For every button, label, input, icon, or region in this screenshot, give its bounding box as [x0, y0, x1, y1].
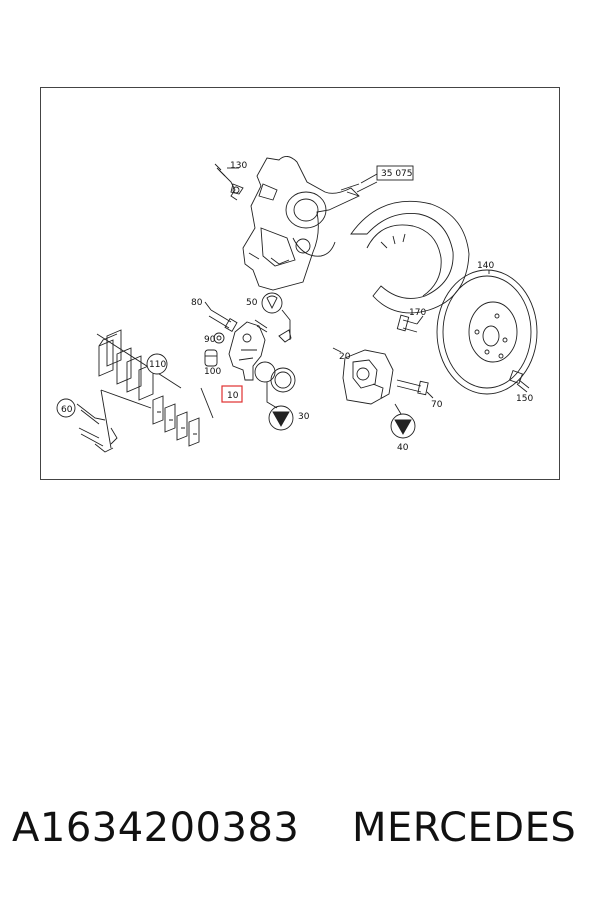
callout-circle-110	[146, 353, 168, 375]
repair-kit-40[interactable]	[390, 413, 416, 439]
callout-70[interactable]: 70	[431, 400, 443, 410]
callout-20[interactable]: 20	[339, 352, 351, 362]
brake-exploded-diagram: 130 35 075 140 80 50 170 90 110 100 20 1…	[56, 156, 538, 453]
diagram-frame: 130 35 075 140 80 50 170 90 110 100 20 1…	[40, 87, 560, 480]
caption-bar: A1634200383 MERCEDES	[0, 805, 600, 865]
callout-box-10-highlight	[221, 385, 243, 403]
callout-50[interactable]: 50	[246, 298, 258, 308]
callout-140[interactable]: 140	[477, 261, 494, 271]
callout-110[interactable]: 110	[149, 360, 166, 370]
nut-90[interactable]	[213, 332, 225, 344]
wrench-50[interactable]	[254, 292, 292, 343]
callout-170[interactable]: 170	[409, 308, 426, 318]
callout-30[interactable]: 30	[298, 412, 310, 422]
guide-pin-100[interactable]	[204, 349, 218, 367]
brand-name: MERCEDES	[352, 805, 577, 851]
wear-sensor-130[interactable]	[214, 163, 244, 201]
bolt-150[interactable]	[509, 370, 530, 393]
callout-90[interactable]: 90	[204, 335, 216, 345]
callout-130[interactable]: 130	[230, 161, 247, 171]
brake-disc-140[interactable]	[436, 269, 538, 395]
steering-knuckle[interactable]	[242, 156, 360, 291]
dust-shield[interactable]	[350, 200, 470, 314]
callout-100[interactable]: 100	[204, 367, 221, 377]
brake-pads-110[interactable]	[96, 329, 214, 449]
seal-kit-30[interactable]	[254, 361, 296, 431]
callout-box-35075	[376, 165, 414, 181]
callout-150[interactable]: 150	[516, 394, 533, 404]
bolt-70[interactable]	[396, 379, 434, 399]
hardware-kit-60[interactable]	[76, 403, 118, 453]
callout-10[interactable]: 10	[227, 391, 239, 401]
callout-60[interactable]: 60	[61, 405, 73, 415]
bolt-170[interactable]	[396, 314, 424, 333]
caliper-carrier-10[interactable]	[228, 321, 266, 381]
bolt-80[interactable]	[208, 309, 238, 332]
callout-35075[interactable]: 35 075	[381, 169, 413, 179]
part-number: A1634200383	[12, 805, 300, 851]
brake-caliper-20[interactable]	[332, 347, 394, 405]
callout-80[interactable]: 80	[191, 298, 203, 308]
callout-circle-60	[56, 398, 76, 418]
callout-40[interactable]: 40	[397, 443, 409, 453]
